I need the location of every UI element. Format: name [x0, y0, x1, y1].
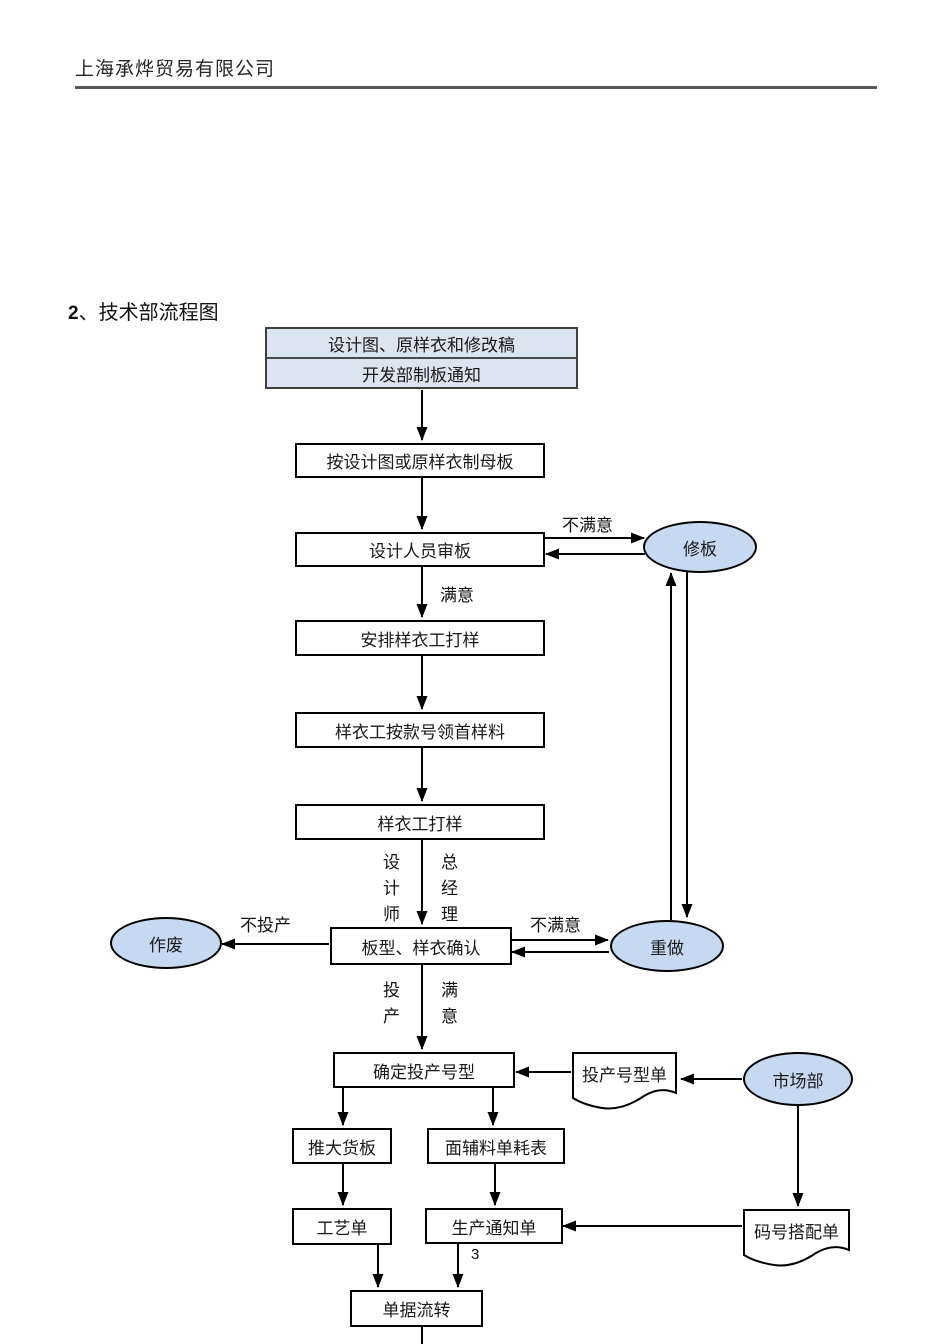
- document-production-size-sheet: 投产号型单: [572, 1052, 677, 1116]
- terminal-marketing-dept: 市场部: [743, 1052, 853, 1106]
- label-satisfied-top: 满意: [440, 586, 474, 606]
- section-title: 2、技术部流程图: [68, 296, 219, 325]
- terminal-redo: 重做: [610, 920, 724, 972]
- page-number: 3: [471, 1246, 480, 1263]
- start-node: 设计图、原样衣和修改稿 开发部制板通知: [265, 327, 578, 389]
- label-satisfied-mid: 满意: [437, 981, 457, 1033]
- node-collect-sample-material: 样衣工按款号领首样料: [295, 712, 545, 748]
- company-name: 上海承烨贸易有限公司: [75, 58, 276, 80]
- label-not-satisfied-mid: 不满意: [530, 916, 581, 936]
- document-shape-icon: [572, 1052, 677, 1110]
- document-size-assort-sheet: 码号搭配单: [743, 1209, 850, 1273]
- label-to-production: 投产: [379, 981, 399, 1033]
- document-label: 码号搭配单: [754, 1223, 839, 1243]
- document-label: 投产号型单: [582, 1066, 667, 1086]
- start-node-row1: 设计图、原样衣和修改稿: [267, 329, 576, 359]
- section-number: 2: [68, 303, 79, 324]
- label-general-manager: 总经理: [437, 853, 457, 931]
- label-not-to-production: 不投产: [240, 916, 291, 936]
- terminal-repair-pattern: 修板: [643, 521, 757, 573]
- node-document-circulation: 单据流转: [350, 1290, 483, 1327]
- terminal-scrap: 作废: [110, 917, 222, 969]
- section-title-text: 、技术部流程图: [78, 300, 219, 324]
- node-make-master-pattern: 按设计图或原样衣制母板: [295, 443, 545, 478]
- node-fabric-trim-consumption: 面辅料单耗表: [427, 1128, 565, 1164]
- node-production-notice: 生产通知单: [425, 1208, 563, 1244]
- node-arrange-sampling: 安排样衣工打样: [295, 620, 545, 656]
- node-designer-review: 设计人员审板: [295, 532, 545, 567]
- node-confirm-production-sizes: 确定投产号型: [333, 1052, 515, 1088]
- node-pattern-sample-confirm: 板型、样衣确认: [330, 927, 512, 965]
- document-shape-icon: [743, 1209, 850, 1267]
- start-node-row2: 开发部制板通知: [362, 365, 481, 386]
- label-not-satisfied-top: 不满意: [562, 516, 613, 536]
- header-rule: [75, 86, 877, 89]
- node-sample-making: 样衣工打样: [295, 804, 545, 840]
- node-grade-bulk-pattern: 推大货板: [292, 1128, 392, 1164]
- label-designer: 设计师: [379, 853, 399, 931]
- node-process-sheet: 工艺单: [292, 1208, 392, 1245]
